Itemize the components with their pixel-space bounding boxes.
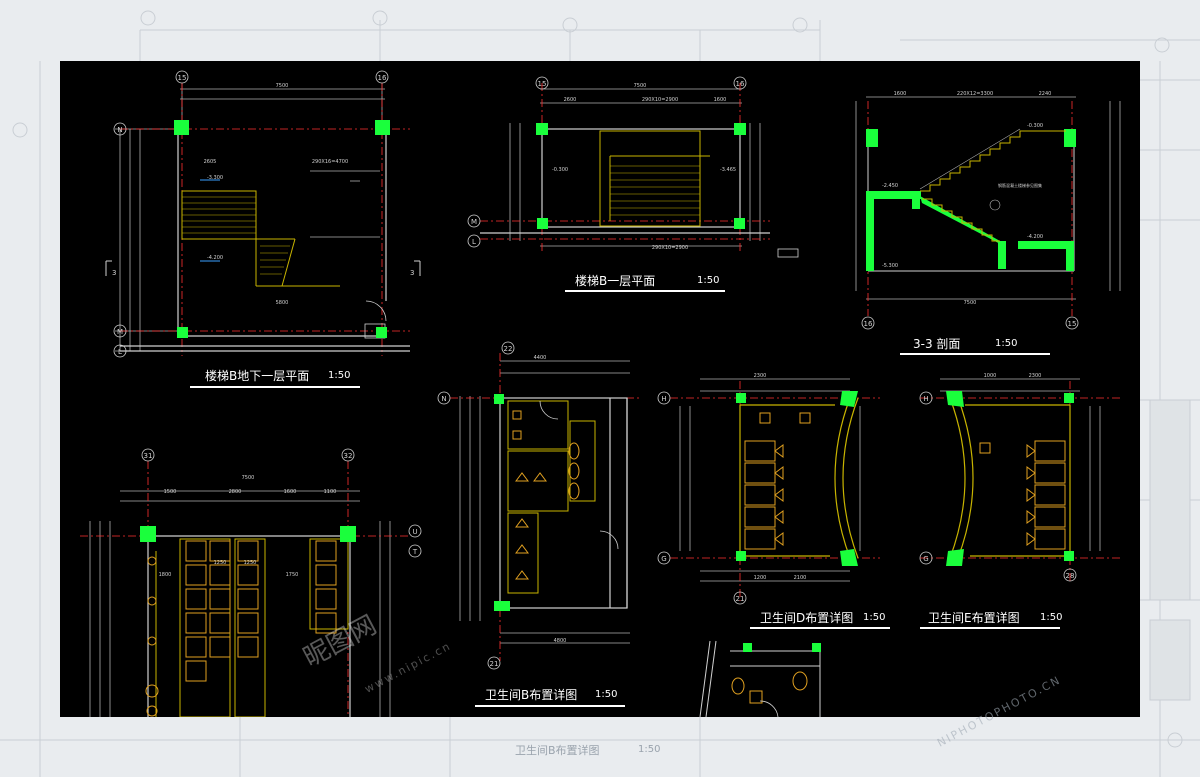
svg-text:2300: 2300 [754,373,767,379]
stair-first-title: 楼梯B一层平面 [575,274,656,288]
section-title: 3-3 剖面 [913,337,961,351]
toilet-d-underline [750,627,890,629]
stair-first-scale: 1:50 [697,275,720,286]
toilet-b-underline [475,705,625,707]
svg-text:1200: 1200 [754,575,767,581]
svg-text:-4.200: -4.200 [207,255,223,261]
svg-text:7500: 7500 [964,300,977,306]
svg-text:-3.465: -3.465 [720,167,736,173]
svg-text:16: 16 [378,74,387,82]
svg-text:1600: 1600 [284,489,297,495]
svg-text:M: M [117,328,123,336]
svg-text:7500: 7500 [634,83,647,89]
svg-text:1250: 1250 [244,560,257,566]
svg-text:32: 32 [344,452,353,460]
svg-text:7500: 7500 [276,83,289,89]
svg-text:钢筋混凝土楼梯参见图集: 钢筋混凝土楼梯参见图集 [998,182,1042,188]
toilet-e-title: 卫生间E布置详图 [928,611,1020,625]
svg-text:220X12=3300: 220X12=3300 [957,91,993,97]
svg-text:3: 3 [410,269,414,277]
svg-text:2600: 2600 [564,97,577,103]
toilet-d-plan: H G 21 2300 1200 2100 [657,373,880,605]
toilet-d-title: 卫生间D布置详图 [760,611,854,625]
svg-text:28: 28 [1066,572,1075,580]
svg-text:-3.300: -3.300 [207,175,223,181]
svg-text:1500: 1500 [164,489,177,495]
svg-text:1100: 1100 [324,489,337,495]
toilet-partial-plan [699,640,821,717]
svg-text:4800: 4800 [554,638,567,644]
svg-text:21: 21 [736,595,745,603]
svg-text:290X16=4700: 290X16=4700 [312,159,348,165]
svg-text:16: 16 [736,80,745,88]
toilet-d-scale: 1:50 [863,612,886,623]
svg-text:1000: 1000 [984,373,997,379]
svg-text:G: G [661,555,666,563]
svg-text:3: 3 [112,269,116,277]
bottom-caption-title: 卫生间B布置详图 [515,744,600,757]
svg-text:1600: 1600 [714,97,727,103]
svg-text:2800: 2800 [229,489,242,495]
svg-text:1600: 1600 [894,91,907,97]
svg-text:L: L [472,238,476,246]
svg-text:1250: 1250 [214,560,227,566]
svg-text:G: G [923,555,928,563]
toilet-e-underline [920,627,1060,629]
svg-text:7500: 7500 [242,475,255,481]
svg-text:4400: 4400 [534,355,547,361]
toilet-large-plan: 31 32 U T 7500 1500 2800 1600 1100 1800 … [80,448,422,717]
svg-text:22: 22 [504,345,513,353]
svg-text:2240: 2240 [1039,91,1052,97]
svg-text:16: 16 [864,320,873,328]
svg-text:15: 15 [178,74,187,82]
svg-text:15: 15 [538,80,547,88]
svg-text:290X10=2900: 290X10=2900 [642,97,678,103]
svg-text:-2.450: -2.450 [882,183,898,189]
svg-text:5800: 5800 [276,300,289,306]
svg-text:H: H [923,395,928,403]
svg-text:-0.300: -0.300 [1027,123,1043,129]
svg-text:L: L [118,348,122,356]
svg-text:-4.200: -4.200 [1027,234,1043,240]
svg-text:290X10=2900: 290X10=2900 [652,245,688,251]
svg-text:2605: 2605 [204,159,217,165]
svg-text:M: M [471,218,477,226]
section-scale: 1:50 [995,338,1018,349]
svg-text:N: N [441,395,446,403]
toilet-b-plan: 22 N 21 4400 4800 [437,341,640,670]
toilet-b-title: 卫生间B布置详图 [485,688,578,702]
cad-viewport[interactable]: 15 16 N M L 7500 2605 290X16=4700 5800 -… [60,61,1140,717]
section-underline [900,353,1050,355]
bottom-caption-scale: 1:50 [638,744,661,755]
toilet-b-scale: 1:50 [595,689,618,700]
svg-text:21: 21 [490,660,499,668]
svg-text:H: H [661,395,666,403]
svg-text:U: U [412,528,417,536]
toilet-e-scale: 1:50 [1040,612,1063,623]
section-3-3: 16 15 7500 1600 220X12=3300 2240 -2.450 … [855,91,1121,330]
toilet-e-plan: H G 28 1000 2300 [919,373,1120,582]
svg-text:2300: 2300 [1029,373,1042,379]
stair-basement-plan: 15 16 N M L 7500 2605 290X16=4700 5800 -… [105,70,421,358]
svg-text:2100: 2100 [794,575,807,581]
stair-basement-underline [190,386,360,388]
svg-text:1750: 1750 [286,572,299,578]
svg-text:T: T [412,548,418,556]
svg-text:-0.300: -0.300 [552,167,568,173]
stair-basement-scale: 1:50 [328,370,351,381]
svg-text:-5.300: -5.300 [882,263,898,269]
stair-first-underline [565,290,725,292]
stair-basement-title: 楼梯B地下一层平面 [205,369,310,383]
svg-text:N: N [117,126,122,134]
svg-text:1800: 1800 [159,572,172,578]
svg-text:31: 31 [144,452,153,460]
svg-text:15: 15 [1068,320,1077,328]
stair-first-plan: 15 16 M L 7500 2600 290X10=2900 1600 -0.… [467,76,799,258]
